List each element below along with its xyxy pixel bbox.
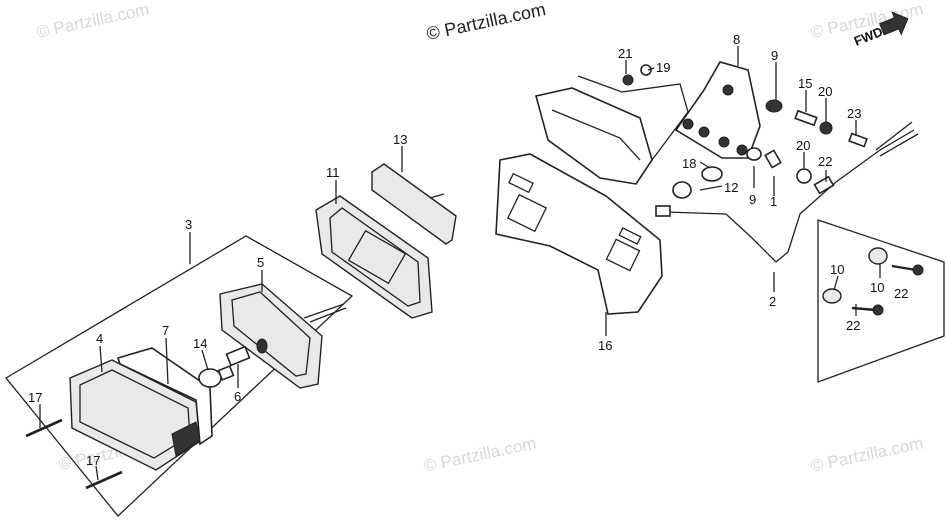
part-socket	[225, 338, 268, 367]
callout-11: 11	[326, 165, 340, 180]
callout-22-right: 22	[894, 286, 908, 301]
part-bolt-22a	[891, 264, 924, 276]
watermark-main: © Partzilla.com	[425, 0, 548, 44]
callout-18: 18	[682, 156, 696, 171]
callout-5: 5	[257, 255, 264, 270]
callout-17-upper: 17	[28, 390, 42, 405]
callout-13: 13	[393, 132, 407, 147]
callout-14: 14	[193, 336, 207, 351]
part-license-bracket	[495, 153, 663, 315]
callout-22-lower: 22	[846, 318, 860, 333]
callout-9-lower: 9	[749, 192, 756, 207]
hardware-box	[817, 219, 945, 383]
callout-15: 15	[798, 76, 812, 91]
watermark: © Partzilla.com	[422, 434, 538, 476]
part-nut-20b	[796, 168, 812, 184]
part-collar-1	[764, 149, 782, 169]
callout-17-lower: 17	[86, 453, 100, 468]
part-bolt-10a	[822, 288, 842, 304]
tail-light-assembly-box	[5, 235, 354, 517]
callout-1: 1	[770, 194, 777, 209]
part-screw-a	[25, 418, 63, 438]
part-bolt-12	[672, 181, 692, 199]
part-grommet-9b	[746, 147, 762, 161]
part-license-light-gasket	[315, 195, 433, 319]
callout-10-left: 10	[830, 262, 844, 277]
part-bolt-18	[701, 166, 723, 182]
part-upper-bracket	[535, 75, 689, 185]
part-grommet-9a	[765, 99, 783, 113]
part-tail-light-base	[219, 283, 347, 389]
watermark: © Partzilla.com	[35, 0, 151, 42]
part-bolt-10b	[868, 247, 888, 265]
callout-6: 6	[234, 389, 241, 404]
callout-10-right: 10	[870, 280, 884, 295]
callout-12: 12	[724, 180, 738, 195]
callout-22-upper: 22	[818, 154, 832, 169]
callout-19: 19	[656, 60, 670, 75]
callout-4: 4	[96, 331, 103, 346]
callout-21: 21	[618, 46, 632, 61]
part-nut-21	[622, 74, 634, 86]
part-license-light-housing	[674, 61, 761, 159]
callout-3: 3	[185, 217, 192, 232]
part-bolt-22b	[851, 304, 884, 316]
part-lens-gasket	[116, 347, 213, 446]
callout-7: 7	[162, 323, 169, 338]
part-nut-20a	[819, 121, 833, 135]
watermark: © Partzilla.com	[809, 434, 925, 476]
part-bulb	[198, 365, 235, 388]
leader-lines	[39, 46, 881, 481]
part-clamp-23	[848, 132, 868, 148]
callout-labels: 3 4 7 5 14 6 11 13 16 8 21 19 9 15 20 23…	[28, 32, 908, 468]
callout-2: 2	[769, 294, 776, 309]
part-collar-15	[794, 109, 818, 127]
callout-20-upper: 20	[818, 84, 832, 99]
part-washer-19	[640, 64, 652, 76]
callout-8: 8	[733, 32, 740, 47]
callout-9-upper: 9	[771, 48, 778, 63]
part-screw-b	[85, 470, 123, 490]
callout-20-lower: 20	[796, 138, 810, 153]
callout-16: 16	[598, 338, 612, 353]
part-reflector	[371, 163, 457, 245]
callout-23: 23	[847, 106, 861, 121]
part-wire-harness	[655, 121, 919, 263]
